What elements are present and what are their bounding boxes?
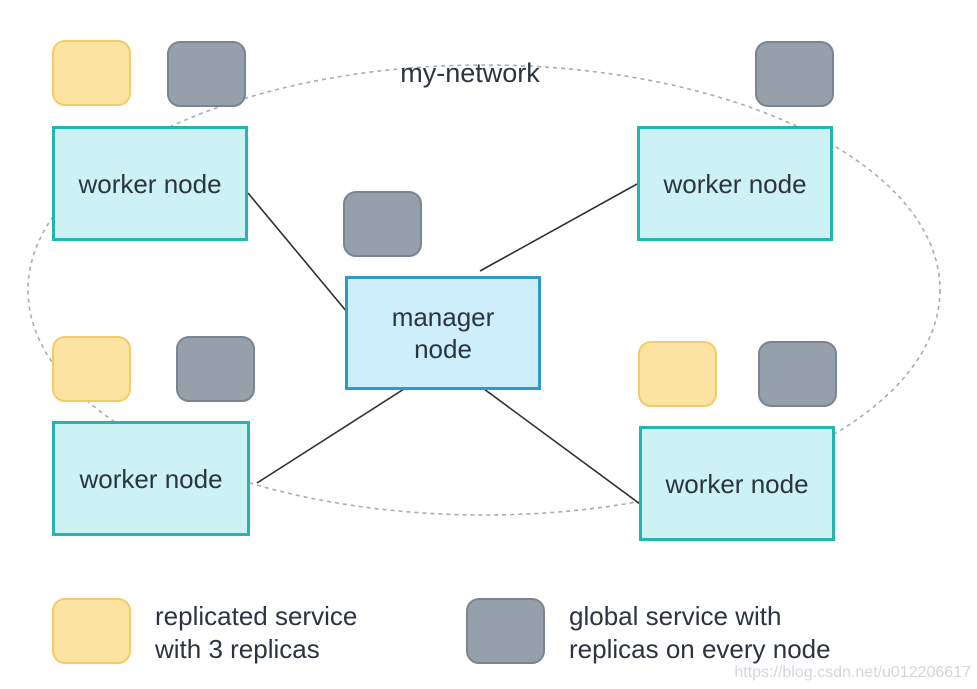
- legend-replicated-line1: replicated service: [155, 601, 358, 631]
- global-replica-bottom-left: [176, 336, 255, 402]
- network-boundary: [27, 64, 941, 516]
- worker-node-label: worker node: [663, 168, 807, 199]
- global-replica-top-right: [755, 41, 834, 107]
- legend-replicated-swatch: [52, 598, 131, 664]
- manager-label-line2: node: [414, 334, 472, 364]
- worker-node-bottom-right: worker node: [639, 426, 835, 541]
- link-bottom-left: [256, 388, 405, 484]
- manager-node: manager node: [345, 276, 541, 390]
- legend-global-line1: global service with: [569, 601, 782, 631]
- worker-node-top-left: worker node: [52, 126, 248, 241]
- replicated-replica-top-left: [52, 40, 131, 106]
- network-label: my-network: [400, 58, 540, 88]
- worker-node-bottom-left: worker node: [52, 421, 250, 536]
- legend-global-swatch: [466, 598, 545, 664]
- link-bottom-right: [483, 388, 641, 505]
- legend-global-line2: replicas on every node: [569, 634, 831, 664]
- legend-replicated-text: replicated service with 3 replicas: [155, 600, 357, 666]
- replicated-replica-bottom-left: [52, 336, 131, 402]
- legend-replicated-line2: with 3 replicas: [155, 634, 320, 664]
- source-watermark: https://blog.csdn.net/u012206617: [734, 664, 971, 681]
- global-replica-bottom-right: [758, 341, 837, 407]
- worker-node-top-right: worker node: [637, 126, 833, 241]
- link-top-left: [247, 192, 348, 313]
- worker-node-label: worker node: [78, 168, 222, 199]
- manager-node-label: manager node: [358, 301, 528, 365]
- global-replica-manager: [343, 191, 422, 257]
- worker-node-label: worker node: [665, 468, 809, 499]
- replicated-replica-bottom-right: [638, 341, 717, 407]
- legend-global-text: global service with replicas on every no…: [569, 600, 831, 666]
- link-top-right: [479, 183, 638, 272]
- worker-node-label: worker node: [79, 463, 223, 494]
- manager-label-line1: manager: [391, 302, 495, 332]
- global-replica-top-left: [167, 41, 246, 107]
